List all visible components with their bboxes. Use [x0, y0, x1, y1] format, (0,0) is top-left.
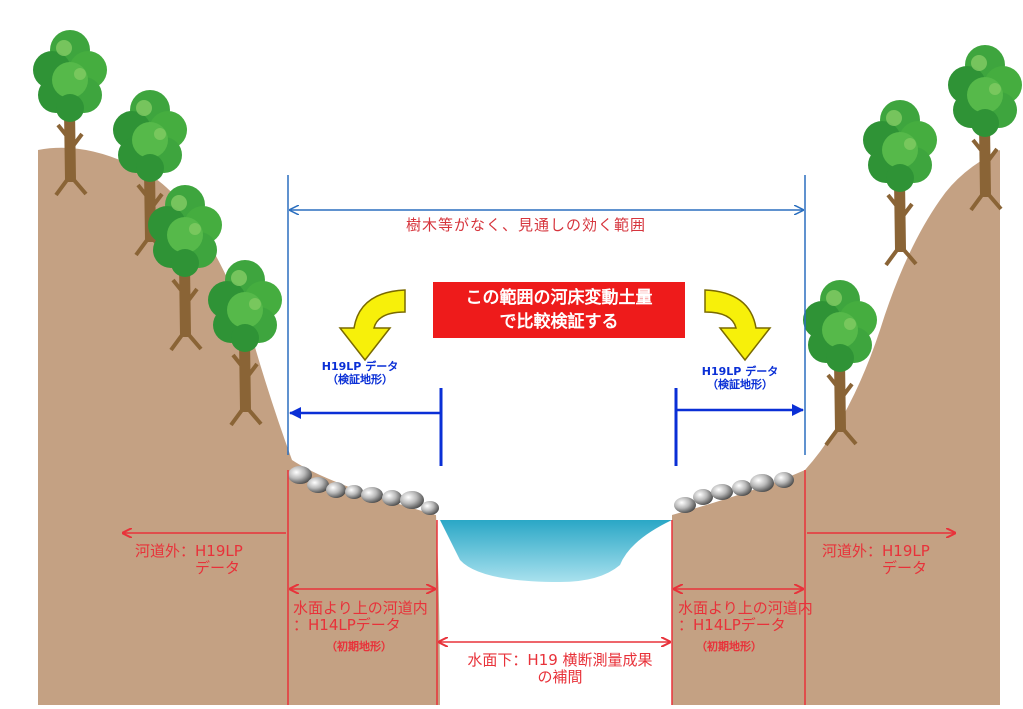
boulder-icon [674, 472, 794, 513]
top-range-label: 樹木等がなく、見通しの効く範囲 [406, 216, 647, 234]
right-initial-label: （初期地形） [696, 640, 762, 653]
left-outside-label: 河道外：H19LP データ [135, 542, 243, 578]
water-body [440, 520, 672, 582]
left-lp-label: H19LP データ （検証地形） [321, 360, 399, 386]
boulder-icon [288, 466, 439, 515]
comparison-banner: この範囲の河床変動土量 で比較検証する [433, 282, 685, 338]
underwater-label: 水面下：H19 横断測量成果 の補間 [467, 651, 653, 687]
curved-arrow-icon [704, 289, 772, 362]
right-bank [805, 150, 1000, 705]
right-lp-label: H19LP データ （検証地形） [701, 365, 779, 391]
right-outside-label: 河道外：H19LP データ [822, 542, 930, 578]
left-inner-label: 水面より上の河道内 ：H14LPデータ [293, 599, 428, 635]
left-initial-label: （初期地形） [326, 640, 392, 653]
right-inner-label: 水面より上の河道内 ：H14LPデータ [678, 599, 813, 635]
channel-ground [292, 460, 805, 705]
curved-arrow-icon [338, 289, 406, 362]
